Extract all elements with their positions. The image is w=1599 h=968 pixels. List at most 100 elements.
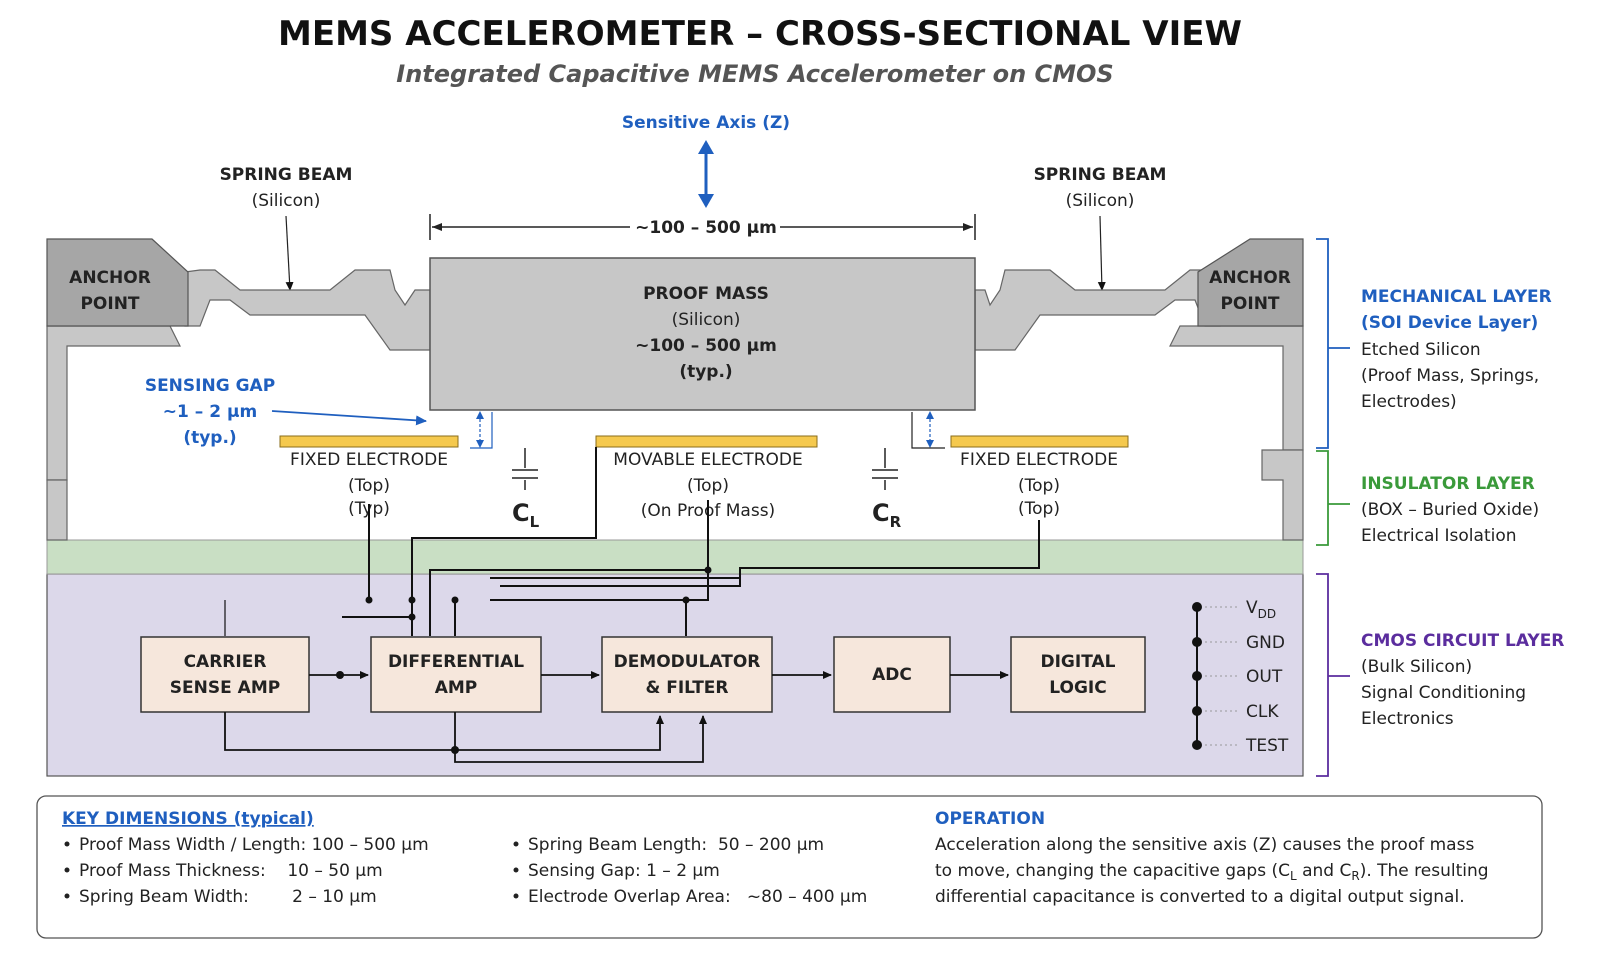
pin-vdd: VDD	[1246, 598, 1276, 621]
key-dim-item: Electrode Overlap Area: ~80 – 400 µm	[528, 887, 867, 907]
spring-right-pointer	[1097, 215, 1106, 291]
capacitor-right-symbol	[872, 448, 898, 490]
spring-beam-left	[184, 269, 431, 351]
axis-arrowhead-up	[698, 140, 714, 154]
proof-mass-title: PROOF MASS	[643, 284, 769, 304]
digital-logic-block	[1010, 636, 1146, 713]
sensing-gap-pointer	[271, 410, 427, 426]
cmos-bracket	[1316, 573, 1350, 777]
frame-left-lower	[46, 479, 68, 541]
fixed-electrode-left	[279, 435, 459, 448]
operation-line1: Acceleration along the sensitive axis (Z…	[935, 835, 1474, 855]
electrode-right-title: FIXED ELECTRODE	[960, 450, 1118, 470]
electrode-right-top: (Top)	[1018, 476, 1060, 496]
page-subtitle: Integrated Capacitive MEMS Accelerometer…	[396, 60, 1113, 88]
cmos-layer-title: CMOS CIRCUIT LAYER	[1361, 631, 1564, 651]
electrode-middle-top: (Top)	[687, 476, 729, 496]
insulator-layer-desc1: (BOX – Buried Oxide)	[1361, 500, 1539, 520]
insulator-bracket	[1316, 450, 1350, 546]
electrode-wiring	[342, 447, 1040, 636]
proof-mass-material: (Silicon)	[672, 310, 741, 330]
carrier-line2: SENSE AMP	[170, 678, 280, 698]
pin-out: OUT	[1246, 667, 1283, 687]
differential-amp-block	[370, 636, 542, 713]
key-dim-item: Sensing Gap: 1 – 2 µm	[528, 861, 720, 881]
spring-beam-right	[974, 269, 1221, 351]
sensing-gap-typ: (typ.)	[183, 428, 236, 448]
gap-bracket-left	[470, 412, 493, 449]
insulator-layer	[46, 539, 1304, 575]
spring-left-material: (Silicon)	[252, 191, 321, 211]
mechanical-layer-desc2: (Proof Mass, Springs,	[1361, 366, 1539, 386]
frame-right	[1169, 325, 1304, 451]
pin-clk: CLK	[1246, 702, 1279, 722]
anchor-right	[1197, 238, 1304, 327]
key-dim-item: Proof Mass Thickness: 10 – 50 µm	[79, 861, 383, 881]
footer-panel	[36, 795, 1543, 939]
cmos-layer-desc1: (Bulk Silicon)	[1361, 657, 1472, 677]
anchor-left-line1: ANCHOR	[69, 268, 151, 288]
demod-line2: & FILTER	[646, 678, 729, 698]
key-dimensions-heading: KEY DIMENSIONS (typical)	[62, 809, 314, 829]
gap-bracket-right	[911, 412, 945, 449]
electrode-middle-title: MOVABLE ELECTRODE	[613, 450, 802, 470]
spring-left-pointer	[285, 215, 294, 291]
dim-arrow-right	[963, 223, 973, 231]
frame-left	[46, 325, 181, 481]
pin-dots	[1192, 602, 1202, 750]
logic-line1: DIGITAL	[1041, 652, 1116, 672]
capacitor-right-label: CR	[872, 499, 902, 531]
gap-indicator-left-up	[476, 411, 484, 419]
operation-heading: OPERATION	[935, 809, 1045, 829]
diff-line1: DIFFERENTIAL	[388, 652, 524, 672]
carrier-line1: CARRIER	[184, 652, 267, 672]
anchor-left-line2: POINT	[80, 294, 139, 314]
mechanical-layer-desc1: Etched Silicon	[1361, 340, 1481, 360]
electrode-right-top2: (Top)	[1018, 499, 1060, 519]
mechanical-bracket	[1316, 238, 1350, 449]
insulator-layer-title: INSULATOR LAYER	[1361, 474, 1535, 494]
key-dimensions-col2: Spring Beam Length: 50 – 200 µm Sensing …	[513, 835, 867, 907]
feedback-junction	[451, 746, 459, 754]
proof-mass	[429, 257, 976, 411]
capacitor-left-symbol	[512, 448, 538, 490]
fixed-electrode-right	[950, 435, 1129, 448]
electrode-left-title: FIXED ELECTRODE	[290, 450, 448, 470]
demodulator-filter-block	[601, 636, 773, 713]
cmos-layer-desc2: Signal Conditioning	[1361, 683, 1526, 703]
mechanical-layer-title: MECHANICAL LAYER	[1361, 287, 1552, 307]
key-dim-item: Spring Beam Width: 2 – 10 µm	[79, 887, 377, 907]
electrode-left-top: (Top)	[348, 476, 390, 496]
operation-line2: to move, changing the capacitive gaps (C…	[935, 861, 1489, 883]
spring-right-material: (Silicon)	[1066, 191, 1135, 211]
pin-test: TEST	[1245, 736, 1289, 756]
frame-right-lower	[1261, 449, 1304, 541]
carrier-out-junction	[336, 671, 344, 679]
spring-right-title: SPRING BEAM	[1034, 165, 1167, 185]
logic-line2: LOGIC	[1049, 678, 1106, 698]
movable-electrode	[595, 435, 818, 448]
mechanical-layer-desc3: Electrodes)	[1361, 392, 1457, 412]
sensing-gap-value: ~1 – 2 µm	[163, 402, 257, 422]
demod-line1: DEMODULATOR	[614, 652, 761, 672]
carrier-sense-amp-block	[140, 636, 310, 713]
adc-block	[833, 636, 951, 713]
key-dimensions-col1: Proof Mass Width / Length: 100 – 500 µm …	[64, 835, 429, 907]
spring-left-title: SPRING BEAM	[220, 165, 353, 185]
cmos-layer-desc3: Electronics	[1361, 709, 1454, 729]
gap-indicator-right-up	[926, 411, 934, 419]
signal-flow-arrows	[224, 671, 1009, 763]
wiring-junctions	[365, 566, 712, 621]
gap-indicator-left-down	[476, 440, 484, 448]
proof-mass-typ: (typ.)	[679, 362, 732, 382]
anchor-right-line1: ANCHOR	[1209, 268, 1291, 288]
mechanical-layer-subtitle: (SOI Device Layer)	[1361, 313, 1538, 333]
anchor-right-line2: POINT	[1220, 294, 1279, 314]
gap-indicator-right-down	[926, 440, 934, 448]
insulator-layer-desc2: Electrical Isolation	[1361, 526, 1517, 546]
pin-gnd: GND	[1246, 633, 1285, 653]
key-dim-item: Proof Mass Width / Length: 100 – 500 µm	[79, 835, 429, 855]
key-dim-item: Spring Beam Length: 50 – 200 µm	[528, 835, 824, 855]
